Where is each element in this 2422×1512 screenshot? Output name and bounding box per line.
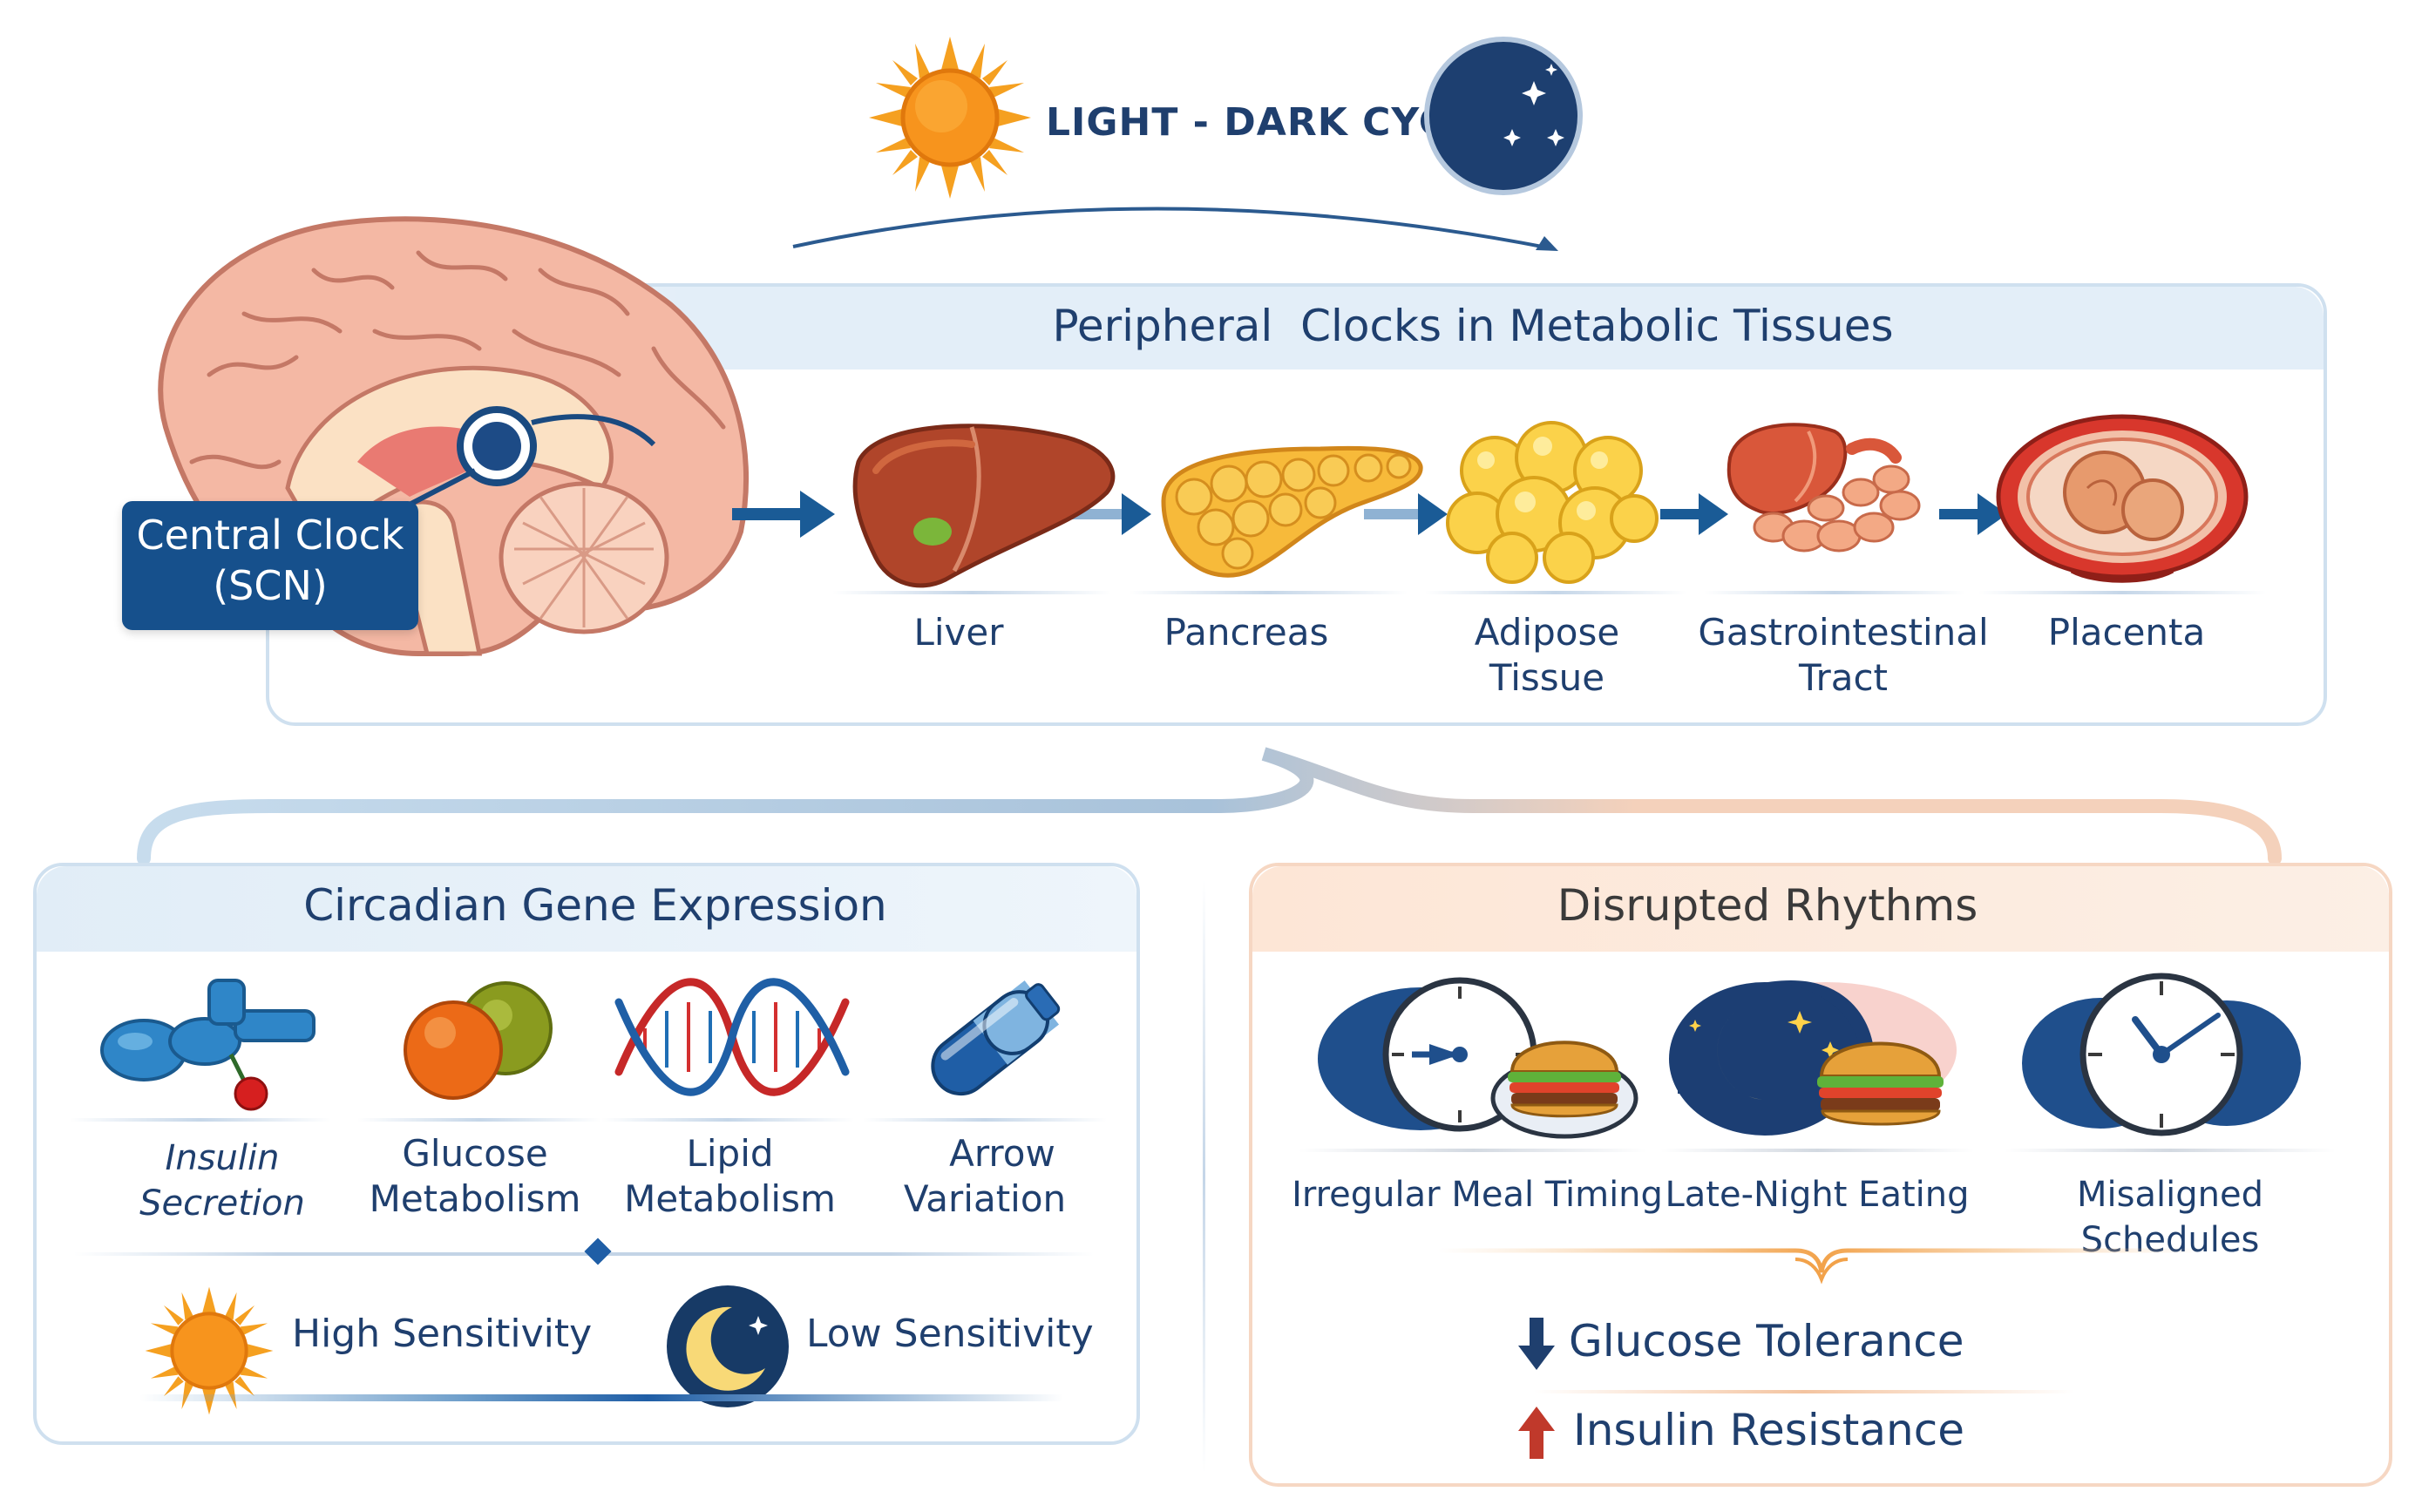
disrupted-title: Disrupted Rhythms bbox=[1557, 880, 1978, 931]
sun-icon bbox=[869, 37, 1031, 199]
tissue-label-adipose: Adipose Tissue bbox=[1474, 611, 1620, 699]
divider bbox=[1129, 591, 1408, 594]
divider bbox=[74, 1252, 1094, 1256]
tissue-label-placenta: Placenta bbox=[2047, 611, 2206, 654]
gene-label-arrow: Arrow bbox=[949, 1132, 1055, 1175]
disrupted-label-schedules: Misaligned Schedules bbox=[2077, 1175, 2263, 1260]
gene-label-glucose-2: Metabolism bbox=[369, 1177, 581, 1220]
central-clock-line2: (SCN) bbox=[213, 562, 328, 609]
liver-icon bbox=[852, 424, 1116, 588]
tissue-label-gi-2: Tract bbox=[1798, 656, 1889, 699]
moon-burger-icon bbox=[1669, 980, 1957, 1136]
cycle-arrow-icon bbox=[792, 207, 1558, 251]
arrow-up-icon bbox=[1518, 1407, 1555, 1459]
divider bbox=[1299, 1149, 1647, 1152]
arrow-right-icon bbox=[1660, 493, 1728, 535]
outcome-glucose-tolerance: Glucose Tolerance bbox=[1569, 1316, 1964, 1366]
placenta-icon bbox=[1996, 414, 2249, 583]
vertical-separator bbox=[1203, 880, 1205, 1473]
tissue-label-liver: Liver bbox=[913, 611, 1004, 654]
divider bbox=[863, 1118, 1107, 1122]
arrow-right-icon bbox=[1939, 493, 2007, 535]
gene-label-arrow-2: Variation bbox=[903, 1177, 1067, 1220]
peripheral-title: Peripheral Clocks in Metabolic Tissues bbox=[1052, 301, 1894, 351]
gene-label-lipid-2: Metabolism bbox=[624, 1177, 836, 1220]
capsule-icon bbox=[931, 980, 1061, 1096]
divider bbox=[1425, 591, 1686, 594]
divider bbox=[1660, 1149, 1974, 1152]
outcome-insulin-resistance: Insulin Resistance bbox=[1573, 1405, 1964, 1455]
gene-label-lipid: Lipid bbox=[686, 1132, 774, 1175]
glucose-icon bbox=[404, 981, 553, 1100]
orange-divider bbox=[1438, 1248, 2205, 1285]
gene-expression-title: Circadian Gene Expression bbox=[303, 880, 887, 931]
disrupted-label-latenight: Late-Night Eating bbox=[1665, 1175, 1970, 1215]
high-sensitivity-label: High Sensitivity bbox=[292, 1312, 593, 1356]
divider bbox=[832, 591, 1111, 594]
dna-icon bbox=[614, 978, 850, 1096]
divider bbox=[1534, 1390, 2074, 1393]
gene-label-glucose: Glucose bbox=[402, 1132, 548, 1175]
divider bbox=[601, 1118, 854, 1122]
divider bbox=[1978, 591, 2266, 594]
insulin-icon bbox=[100, 979, 315, 1111]
moon-icon bbox=[667, 1285, 789, 1407]
moon-night-icon bbox=[1424, 37, 1583, 195]
clock-icon bbox=[2022, 973, 2301, 1136]
arrow-right-icon bbox=[732, 491, 835, 538]
brace-connector bbox=[137, 747, 2282, 865]
clock-burger-icon bbox=[1318, 977, 1638, 1139]
disrupted-panel bbox=[1249, 863, 2392, 1487]
tissue-label-gi: Gastrointestinal bbox=[1698, 611, 1989, 654]
divider bbox=[2005, 1149, 2336, 1152]
low-sensitivity-label: Low Sensitivity bbox=[806, 1312, 1094, 1356]
sun-icon bbox=[145, 1286, 274, 1415]
gene-label-insulin: Insulin Secretion bbox=[139, 1138, 305, 1224]
central-clock-box: Central Clock (SCN) bbox=[122, 501, 418, 630]
cycle-title: LIGHT - DARK CYCLE bbox=[1046, 100, 1501, 145]
central-clock-line1: Central Clock bbox=[136, 512, 404, 559]
gradient-bar bbox=[139, 1394, 1063, 1401]
disrupted-label-meal: Irregular Meal Timing bbox=[1292, 1175, 1663, 1215]
divider bbox=[1704, 591, 1965, 594]
divider bbox=[70, 1118, 331, 1122]
divider bbox=[357, 1118, 601, 1122]
gut-icon bbox=[1727, 423, 1921, 553]
arrow-right-icon bbox=[1364, 493, 1448, 535]
arrow-down-icon bbox=[1518, 1318, 1555, 1370]
adipose-icon bbox=[1446, 421, 1659, 584]
pancreas-icon bbox=[1161, 445, 1423, 578]
tissue-label-pancreas: Pancreas bbox=[1164, 611, 1329, 654]
